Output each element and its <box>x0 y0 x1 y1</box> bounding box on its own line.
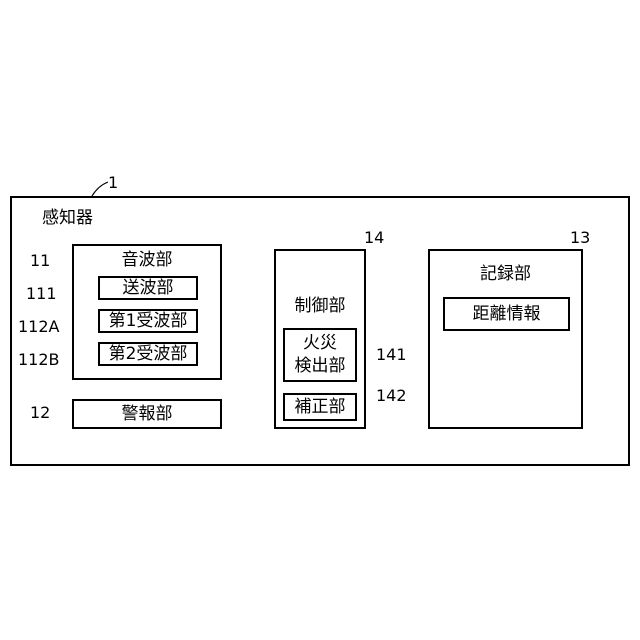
receiver-1-box: 第1受波部 <box>98 309 198 333</box>
corrector-ref: 142 <box>376 387 407 405</box>
distance-info-label: 距離情報 <box>473 304 541 324</box>
receiver-1-label: 第1受波部 <box>109 311 188 331</box>
control-unit-ref: 14 <box>364 229 384 247</box>
control-unit-label: 制御部 <box>274 296 366 316</box>
sonic-unit-ref: 11 <box>30 252 50 270</box>
corrector-label: 補正部 <box>295 397 346 417</box>
transmitter-ref: 111 <box>26 285 57 303</box>
receiver-2-box: 第2受波部 <box>98 342 198 366</box>
leader-1 <box>92 182 108 196</box>
alarm-unit-box: 警報部 <box>72 399 222 429</box>
distance-info-box: 距離情報 <box>443 297 570 331</box>
device-label: 感知器 <box>42 208 93 228</box>
storage-unit-ref: 13 <box>570 229 590 247</box>
alarm-unit-ref: 12 <box>30 404 50 422</box>
sonic-unit-label: 音波部 <box>72 250 222 270</box>
device-ref: 1 <box>108 174 118 192</box>
receiver-2-label: 第2受波部 <box>109 344 188 364</box>
fire-detector-line2: 検出部 <box>283 356 357 376</box>
receiver-2-ref: 112B <box>18 351 60 369</box>
receiver-1-ref: 112A <box>18 318 59 336</box>
transmitter-label: 送波部 <box>123 278 174 298</box>
fire-detector-line1: 火災 <box>283 333 357 353</box>
fire-detector-ref: 141 <box>376 346 407 364</box>
alarm-unit-label: 警報部 <box>122 404 173 424</box>
storage-unit-label: 記録部 <box>428 264 583 284</box>
transmitter-box: 送波部 <box>98 276 198 300</box>
corrector-box: 補正部 <box>283 393 357 421</box>
